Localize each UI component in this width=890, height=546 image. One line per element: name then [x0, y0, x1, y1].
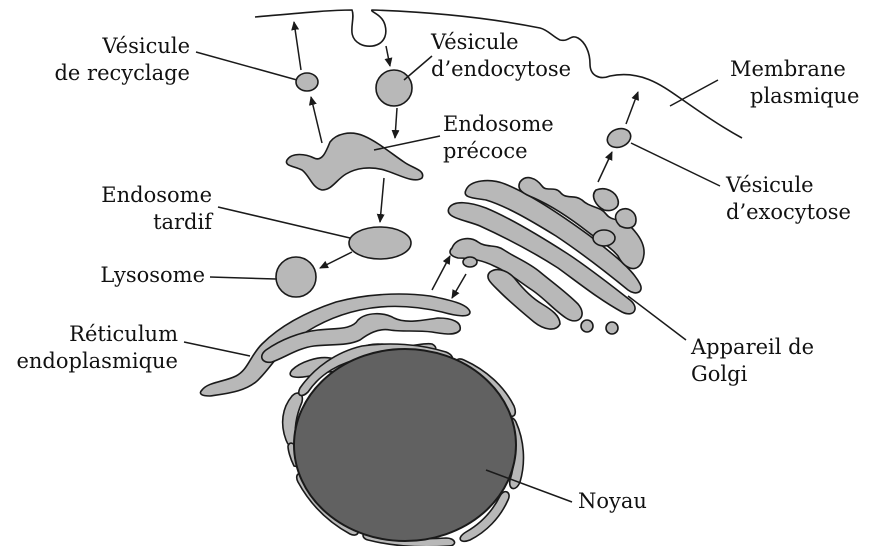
label-endosome-tardif: Endosome tardif — [101, 183, 214, 234]
label-vesicule-recyclage: Vésicule de recyclage — [54, 34, 190, 85]
label-endosome-precoce: Endosome précoce — [443, 112, 554, 163]
label-lysosome: Lysosome — [100, 263, 205, 287]
exocytic-vesicle — [605, 125, 634, 150]
label-noyau: Noyau — [578, 489, 647, 513]
early-endosome — [286, 133, 422, 190]
label-line: Endosome — [443, 112, 554, 136]
label-reticulum: Réticulum endoplasmique — [16, 322, 178, 373]
label-line: Noyau — [578, 489, 647, 513]
golgi-apparatus — [448, 178, 644, 334]
label-line: Réticulum — [69, 322, 178, 346]
label-line: Membrane — [730, 57, 846, 81]
label-line: endoplasmique — [16, 349, 178, 373]
nucleus — [294, 349, 516, 541]
label-line: Vésicule — [101, 34, 190, 58]
label-line: d’endocytose — [431, 57, 571, 81]
label-line: Vésicule — [430, 30, 519, 54]
label-line: Lysosome — [100, 263, 205, 287]
label-membrane-plasmique: Membrane plasmique — [730, 57, 859, 108]
label-line: de recyclage — [54, 61, 190, 85]
late-endosome — [349, 227, 411, 259]
endocytic-vesicle — [376, 70, 412, 106]
label-line: d’exocytose — [726, 200, 851, 224]
label-golgi: Appareil de Golgi — [690, 335, 814, 386]
label-line: précoce — [443, 139, 528, 163]
label-line: Vésicule — [725, 173, 814, 197]
label-line: tardif — [153, 210, 214, 234]
label-vesicule-endocytose: Vésicule d’endocytose — [430, 30, 571, 81]
lysosome — [276, 257, 316, 297]
label-vesicule-exocytose: Vésicule d’exocytose — [725, 173, 851, 224]
label-line: Golgi — [691, 362, 748, 386]
label-line: plasmique — [750, 84, 859, 108]
label-line: Appareil de — [690, 335, 814, 359]
recycling-vesicle — [296, 73, 318, 91]
label-line: Endosome — [101, 183, 212, 207]
